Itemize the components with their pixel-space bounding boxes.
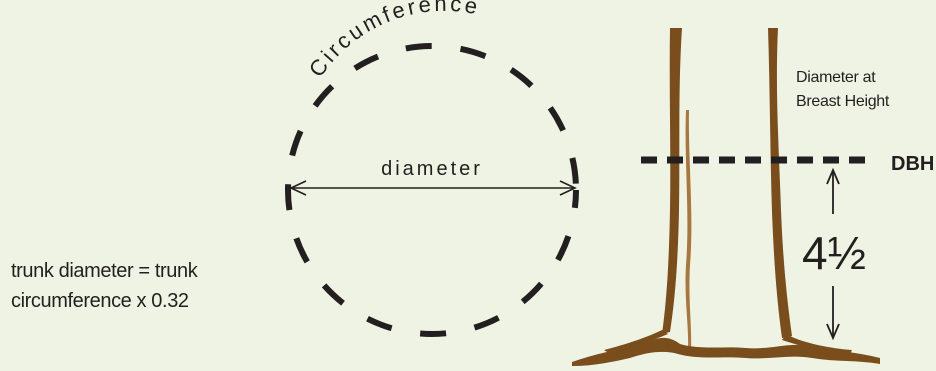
formula-line-2: circumference x 0.32	[11, 286, 291, 316]
diameter-formula: trunk diameter = trunk circumference x 0…	[11, 256, 291, 316]
dbh-label: DBH	[891, 153, 934, 175]
formula-line-1: trunk diameter = trunk	[11, 256, 291, 286]
circumference-label: Circumference	[304, 0, 483, 81]
dbh-description-line-2: Breast Height	[796, 90, 889, 114]
diameter-arrow	[291, 181, 575, 195]
height-label: 4½	[802, 227, 866, 279]
dbh-description: Diameter at Breast Height	[796, 66, 889, 114]
circumference-circle	[288, 46, 576, 334]
diameter-label: diameter	[381, 158, 483, 180]
dbh-description-line-1: Diameter at	[796, 66, 889, 90]
